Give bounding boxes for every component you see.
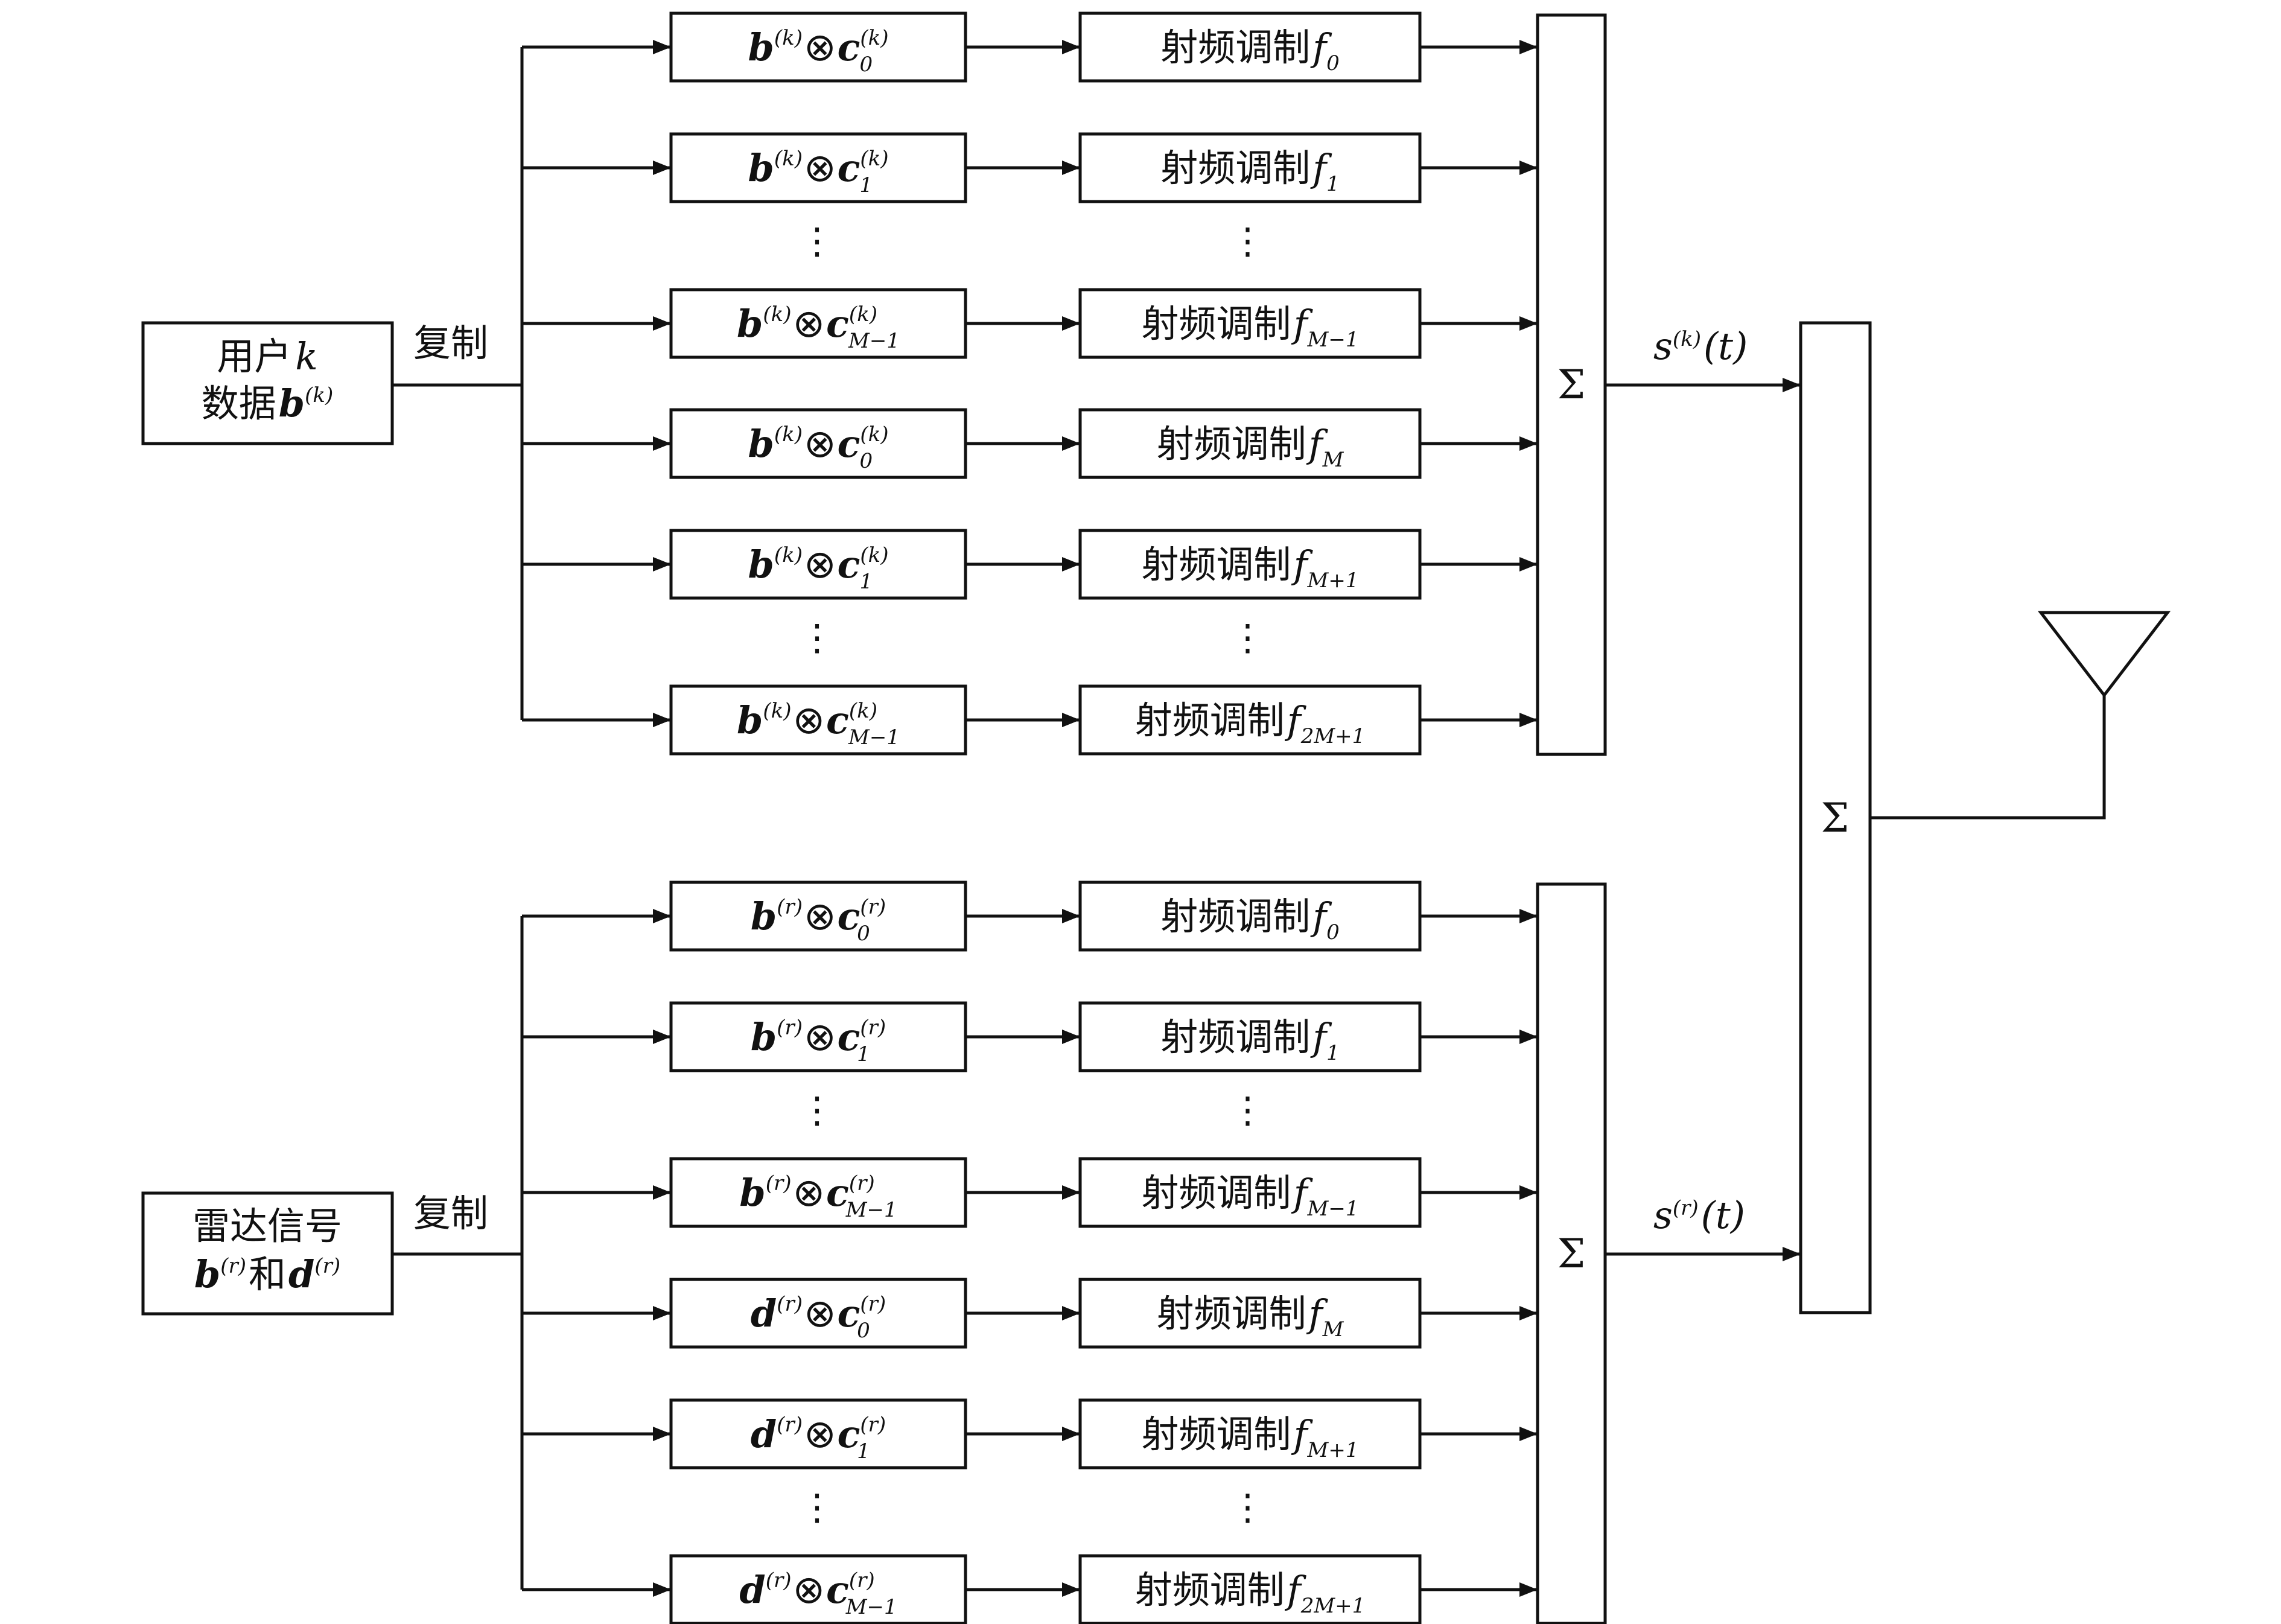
- user-source-box: [141, 321, 394, 445]
- radar-source-line1: 雷达信号: [192, 1204, 342, 1248]
- radar-source-box: [141, 1191, 394, 1316]
- user-output-label: s(k)(t): [1653, 324, 1748, 368]
- spreading-expression: d(r)⊗c(r)M−1: [739, 1568, 897, 1619]
- rf-modulation-label: 射频调制f1: [1160, 146, 1340, 196]
- radar-branch-row: b(r)⊗c(r)1 射频调制f1: [522, 1001, 1538, 1072]
- user-branch-row: b(k)⊗c(k)0 射频调制fM: [522, 408, 1538, 479]
- spreading-box: [669, 880, 967, 952]
- radar-branch-row: b(r)⊗c(r)0 射频调制f0: [522, 880, 1538, 952]
- spreading-box: [669, 1001, 967, 1072]
- user-branch-row: b(k)⊗c(k)1 射频调制fM+1: [522, 529, 1538, 600]
- vertical-ellipsis: ⋮: [799, 617, 835, 659]
- spreading-expression: b(k)⊗c(k)0: [748, 422, 888, 473]
- vertical-ellipsis: ⋮: [799, 220, 835, 263]
- spreading-box: [669, 288, 967, 359]
- rf-modulation-box: [1078, 1001, 1422, 1072]
- rf-modulation-box: [1078, 880, 1422, 952]
- rf-modulation-label: 射频调制fM: [1157, 1291, 1344, 1342]
- radar-fanout-lines: [392, 916, 524, 1590]
- spreading-expression: b(k)⊗c(k)M−1: [737, 302, 900, 353]
- rf-modulation-label: 射频调制fM−1: [1142, 302, 1359, 352]
- vertical-ellipsis: ⋮: [1230, 1486, 1266, 1529]
- radar-copy-label: 复制: [413, 1191, 488, 1235]
- rf-modulation-box: [1078, 408, 1422, 479]
- user-branch-row: b(k)⊗c(k)M−1 射频调制f2M+1: [522, 684, 1538, 756]
- spreading-expression: b(r)⊗c(r)M−1: [739, 1171, 897, 1222]
- spreading-box: [669, 1398, 967, 1470]
- rf-modulation-box: [1078, 529, 1422, 600]
- spreading-expression: d(r)⊗c(r)0: [751, 1291, 886, 1343]
- spreading-box: [669, 684, 967, 756]
- spreading-expression: d(r)⊗c(r)1: [751, 1412, 886, 1463]
- vertical-ellipsis: ⋮: [799, 1089, 835, 1132]
- radar-branch-row: d(r)⊗c(r)1 射频调制fM+1: [522, 1398, 1538, 1470]
- radar-sum-symbol: Σ: [1557, 1231, 1586, 1277]
- user-source-line1: 用户k: [217, 334, 318, 378]
- antenna-icon: [2037, 611, 2171, 698]
- user-group: 用户k 数据b(k) 复制 b(k)⊗c(k)0 射频调制f0 b(k)⊗c(k)1…: [141, 11, 1801, 756]
- vertical-ellipsis: ⋮: [1230, 1089, 1266, 1132]
- radar-source-line2: b(r)和d(r): [194, 1252, 340, 1296]
- radar-branch-row: b(r)⊗c(r)M−1 射频调制fM−1: [522, 1157, 1538, 1228]
- rf-modulation-label: 射频调制fM−1: [1142, 1171, 1359, 1221]
- final-sum-box: [1799, 321, 1872, 1314]
- vertical-ellipsis: ⋮: [1230, 617, 1266, 659]
- user-branch-row: b(k)⊗c(k)0 射频调制f0: [522, 11, 1538, 83]
- user-fanout-lines: [392, 47, 524, 720]
- user-source-line2: 数据b(k): [202, 381, 334, 425]
- vertical-ellipsis: ⋮: [1230, 220, 1266, 263]
- spreading-box: [669, 11, 967, 83]
- rf-modulation-box: [1078, 684, 1422, 756]
- rf-modulation-label: 射频调制fM+1: [1142, 543, 1359, 593]
- spreading-expression: b(k)⊗c(k)1: [748, 146, 888, 197]
- rf-modulation-label: 射频调制f0: [1160, 894, 1340, 944]
- rf-modulation-box: [1078, 288, 1422, 359]
- spreading-expression: b(k)⊗c(k)0: [748, 25, 888, 77]
- rf-modulation-box: [1078, 1157, 1422, 1228]
- rf-modulation-label: 射频调制f0: [1160, 25, 1340, 75]
- spreading-box: [669, 132, 967, 203]
- rf-modulation-label: 射频调制fM: [1157, 422, 1344, 472]
- rf-modulation-box: [1078, 1278, 1422, 1349]
- spreading-expression: b(r)⊗c(r)1: [751, 1015, 886, 1066]
- spreading-expression: b(r)⊗c(r)0: [751, 894, 886, 946]
- spreading-expression: b(k)⊗c(k)1: [748, 543, 888, 594]
- user-sum-box: [1536, 13, 1607, 756]
- rf-modulation-label: 射频调制f2M+1: [1135, 698, 1366, 748]
- spreading-box: [669, 1278, 967, 1349]
- antenna-feed-line: [1870, 695, 2106, 820]
- user-branch-row: b(k)⊗c(k)1 射频调制f1: [522, 132, 1538, 203]
- vertical-ellipsis: ⋮: [799, 1486, 835, 1529]
- user-sum-symbol: Σ: [1557, 361, 1586, 408]
- rf-modulation-label: 射频调制f1: [1160, 1015, 1340, 1065]
- user-copy-label: 复制: [413, 321, 488, 365]
- spreading-box: [669, 408, 967, 479]
- rf-modulation-box: [1078, 11, 1422, 83]
- final-sum-symbol: Σ: [1821, 795, 1850, 841]
- radar-branch-row: d(r)⊗c(r)0 射频调制fM: [522, 1278, 1538, 1349]
- user-branch-row: b(k)⊗c(k)M−1 射频调制fM−1: [522, 288, 1538, 359]
- rf-modulation-label: 射频调制fM+1: [1142, 1412, 1359, 1462]
- spreading-box: [669, 1157, 967, 1228]
- spreading-expression: b(k)⊗c(k)M−1: [737, 698, 900, 750]
- radar-output-label: s(r)(t): [1653, 1193, 1745, 1237]
